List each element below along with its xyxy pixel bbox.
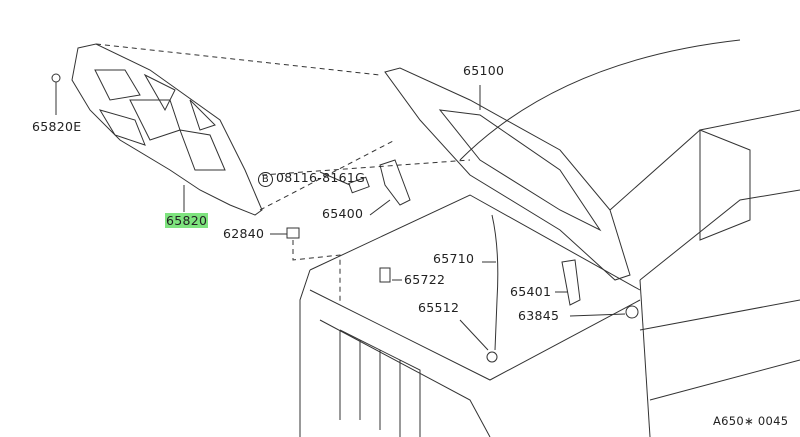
hood-insulator-part bbox=[71, 43, 263, 216]
callout-65401[interactable]: 65401 bbox=[510, 284, 552, 299]
bolt-b-icon: B bbox=[258, 172, 273, 187]
truck-body bbox=[299, 39, 800, 437]
callout-65722[interactable]: 65722 bbox=[404, 272, 446, 287]
callout-65512[interactable]: 65512 bbox=[418, 300, 460, 315]
callout-65710[interactable]: 65710 bbox=[433, 251, 475, 266]
diagram-code: A650∗ 0045 bbox=[713, 414, 789, 428]
callout-65820-highlight: 65820 bbox=[165, 213, 209, 228]
callout-62840[interactable]: 62840 bbox=[223, 226, 265, 241]
hood-lock-65722 bbox=[379, 267, 402, 283]
clip-65820e bbox=[51, 73, 61, 115]
callout-65400[interactable]: 65400 bbox=[322, 206, 364, 221]
callout-65100[interactable]: 65100 bbox=[463, 63, 505, 78]
hood-stay-rod bbox=[482, 214, 499, 351]
bolt-08116-8161g bbox=[319, 171, 370, 194]
grommet-62840 bbox=[270, 227, 341, 305]
hood-hinge-left bbox=[369, 159, 411, 216]
hood-hinge-right bbox=[555, 259, 581, 306]
hood-panel bbox=[384, 67, 631, 281]
callout-65820e[interactable]: 65820E bbox=[32, 119, 82, 134]
callout-08116-8161g-label: 08116-8161G bbox=[276, 170, 366, 185]
bumper-65512 bbox=[459, 319, 498, 363]
callout-65820[interactable]: 65820 bbox=[165, 213, 209, 228]
bumper-63845 bbox=[569, 305, 639, 319]
callout-63845[interactable]: 63845 bbox=[518, 308, 560, 323]
